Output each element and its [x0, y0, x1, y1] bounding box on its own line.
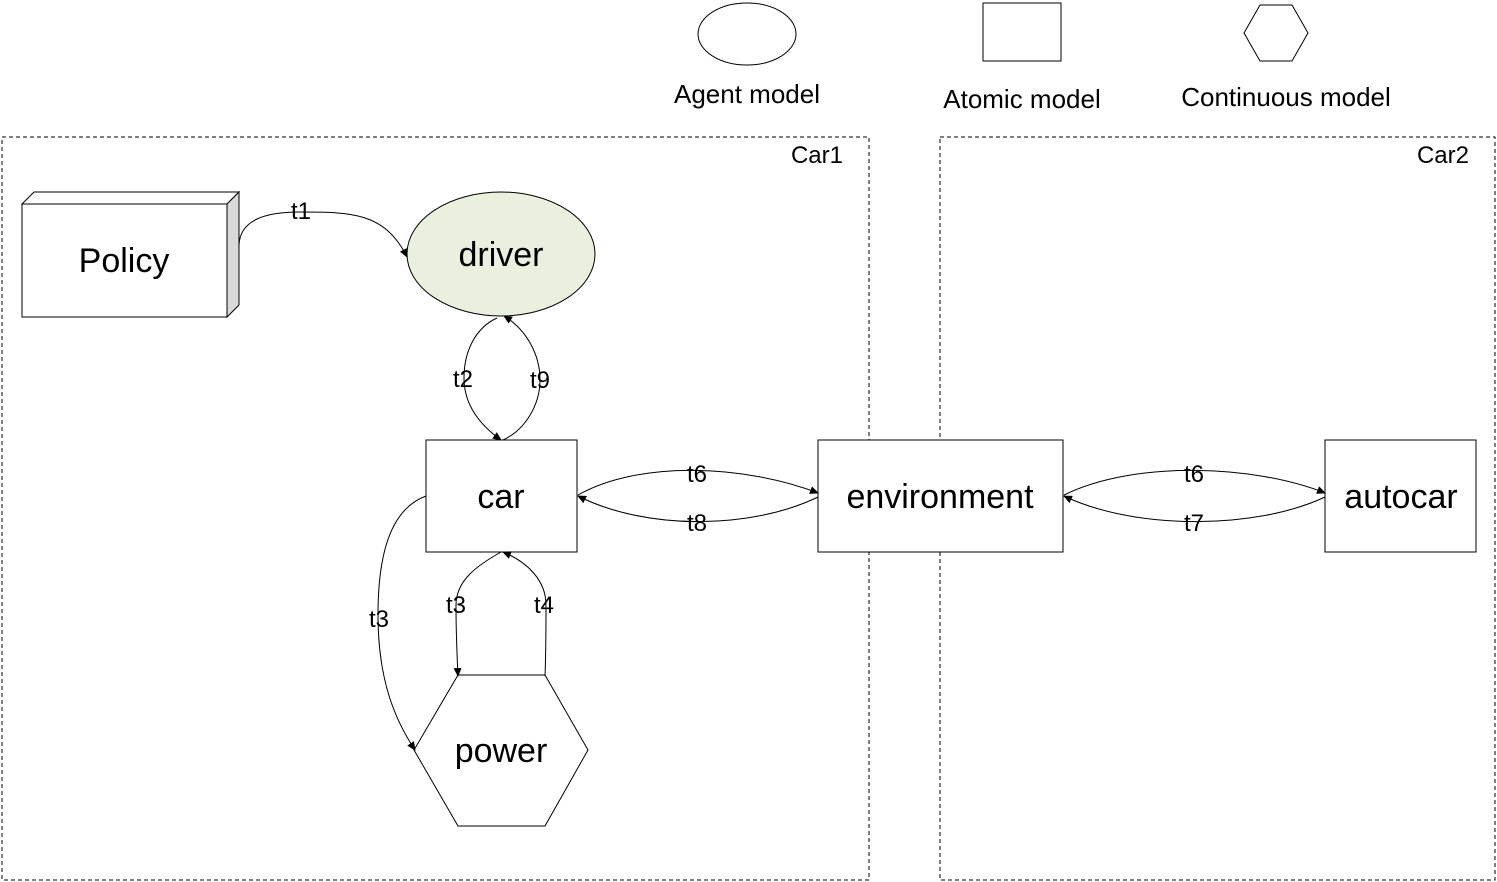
edge-car-driver-label: t9 [530, 367, 550, 394]
autocar-rect [1324, 439, 1477, 553]
policy-label: Policy [79, 242, 170, 280]
group-car1: Car1 [1, 136, 870, 881]
edge-environment-car [577, 495, 819, 523]
autocar-label: autocar [1344, 478, 1457, 516]
node-policy: Policy [20, 190, 241, 319]
legend-agent-label: Agent model [674, 79, 820, 109]
legend: Agent model Atomic model Continuous mode… [674, 2, 1391, 114]
group-car2-border [939, 136, 1496, 881]
legend-continuous-label: Continuous model [1181, 82, 1391, 112]
legend-agent-ellipse-icon [697, 2, 797, 66]
edge-car-power-outer [377, 495, 427, 751]
edge-policy-driver-label: t1 [291, 198, 311, 225]
edge-car-environment-label: t6 [687, 461, 707, 488]
driver-label: driver [458, 236, 543, 274]
node-autocar: autocar [1324, 439, 1477, 553]
edge-autocar-environment-label: t7 [1184, 510, 1204, 537]
edge-environment-autocar [1063, 469, 1326, 496]
node-driver: driver [406, 191, 596, 317]
edge-car-power-inner-label: t3 [446, 592, 466, 619]
car-label: car [477, 478, 524, 516]
group-car2-label: Car2 [1417, 142, 1469, 169]
edge-power-car-label: t4 [534, 592, 554, 619]
power-label: power [455, 732, 548, 770]
group-car2: Car2 [939, 136, 1496, 881]
node-power: power [413, 674, 589, 827]
edge-car-power-inner [453, 551, 502, 677]
edge-car-environment [577, 469, 819, 496]
edge-driver-car [463, 317, 502, 441]
policy-top-face [20, 191, 241, 205]
edge-driver-car-label: t2 [453, 366, 473, 393]
edge-policy-driver [238, 211, 408, 258]
edge-car-driver [502, 315, 541, 441]
edge-autocar-environment [1063, 495, 1326, 523]
edge-car-power-outer-label: t3 [369, 606, 389, 633]
node-environment: environment [817, 439, 1064, 553]
policy-side-face [226, 190, 240, 319]
edge-environment-car-label: t8 [687, 510, 707, 537]
policy-front-face [21, 203, 228, 318]
legend-atomic-label: Atomic model [943, 84, 1101, 114]
car-rect [425, 439, 578, 553]
legend-continuous-hexagon-icon [1243, 4, 1309, 62]
environment-rect [817, 439, 1064, 553]
node-car: car [425, 439, 578, 553]
edge-environment-autocar-label: t6 [1184, 461, 1204, 488]
environment-label: environment [846, 478, 1034, 516]
legend-atomic-rect-icon [982, 2, 1062, 62]
group-car1-label: Car1 [791, 142, 843, 169]
edges: t1 t2 t9 t3 t3 t4 t6 t8 t6 t7 [238, 198, 1326, 751]
edge-power-car [502, 551, 547, 677]
